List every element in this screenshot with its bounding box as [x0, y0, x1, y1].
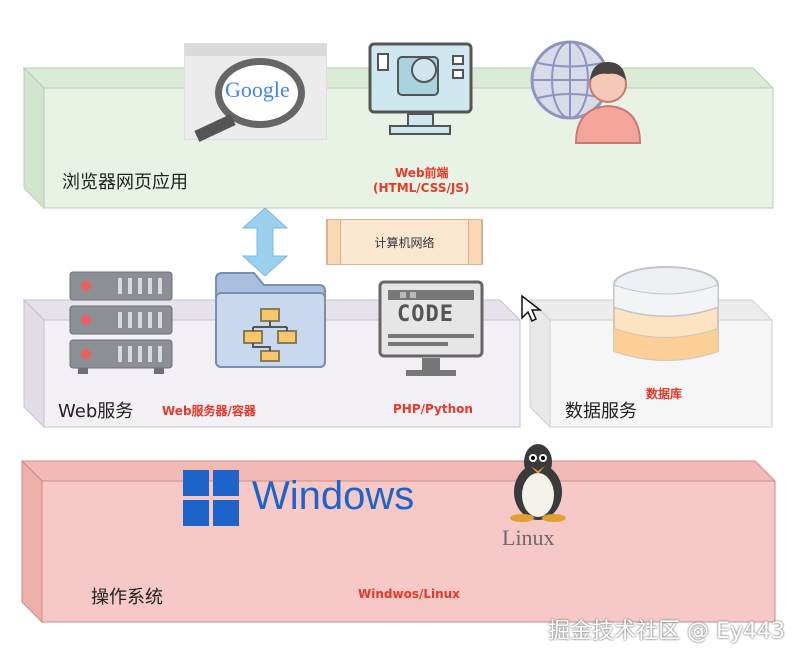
php-python-label: PHP/Python [393, 402, 473, 416]
web-frontend-tech-label: (HTML/CSS/JS) [373, 181, 470, 195]
os-layer-block [20, 459, 777, 624]
watermark-text: 掘金技术社区 @ Ey443 [548, 619, 785, 644]
google-search-screenshot: Google [184, 43, 327, 142]
data-layer-title: 数据服务 [565, 401, 637, 422]
server-rack-icon [69, 271, 173, 374]
code-text: CODE [397, 302, 454, 327]
linux-logo-text: Linux [502, 525, 555, 550]
database-label: 数据库 [646, 387, 683, 401]
web-frontend-label: Web前端 [395, 166, 449, 180]
google-logo-text: Google [225, 77, 290, 102]
database-icon [613, 266, 719, 361]
windows-logo-text: Windows [252, 474, 415, 518]
computer-network-label: 计算机网络 [374, 235, 435, 250]
mouse-cursor-icon [521, 294, 543, 323]
web-server-label: Web服务器/容器 [162, 404, 256, 418]
folder-tree-icon [215, 272, 326, 368]
monitor-icon [368, 42, 473, 135]
web-layer-title: Web服务 [58, 401, 134, 422]
double-arrow-icon [241, 207, 289, 277]
code-monitor-icon [378, 280, 484, 376]
tux-penguin-icon [510, 444, 566, 522]
os-layer-title: 操作系统 [91, 587, 163, 608]
user-globe-icon [530, 40, 642, 144]
windows-logo-icon [183, 470, 239, 526]
browser-layer-title: 浏览器网页应用 [62, 172, 188, 193]
os-label: Windwos/Linux [358, 587, 460, 601]
computer-network-box: 计算机网络 [326, 219, 483, 265]
